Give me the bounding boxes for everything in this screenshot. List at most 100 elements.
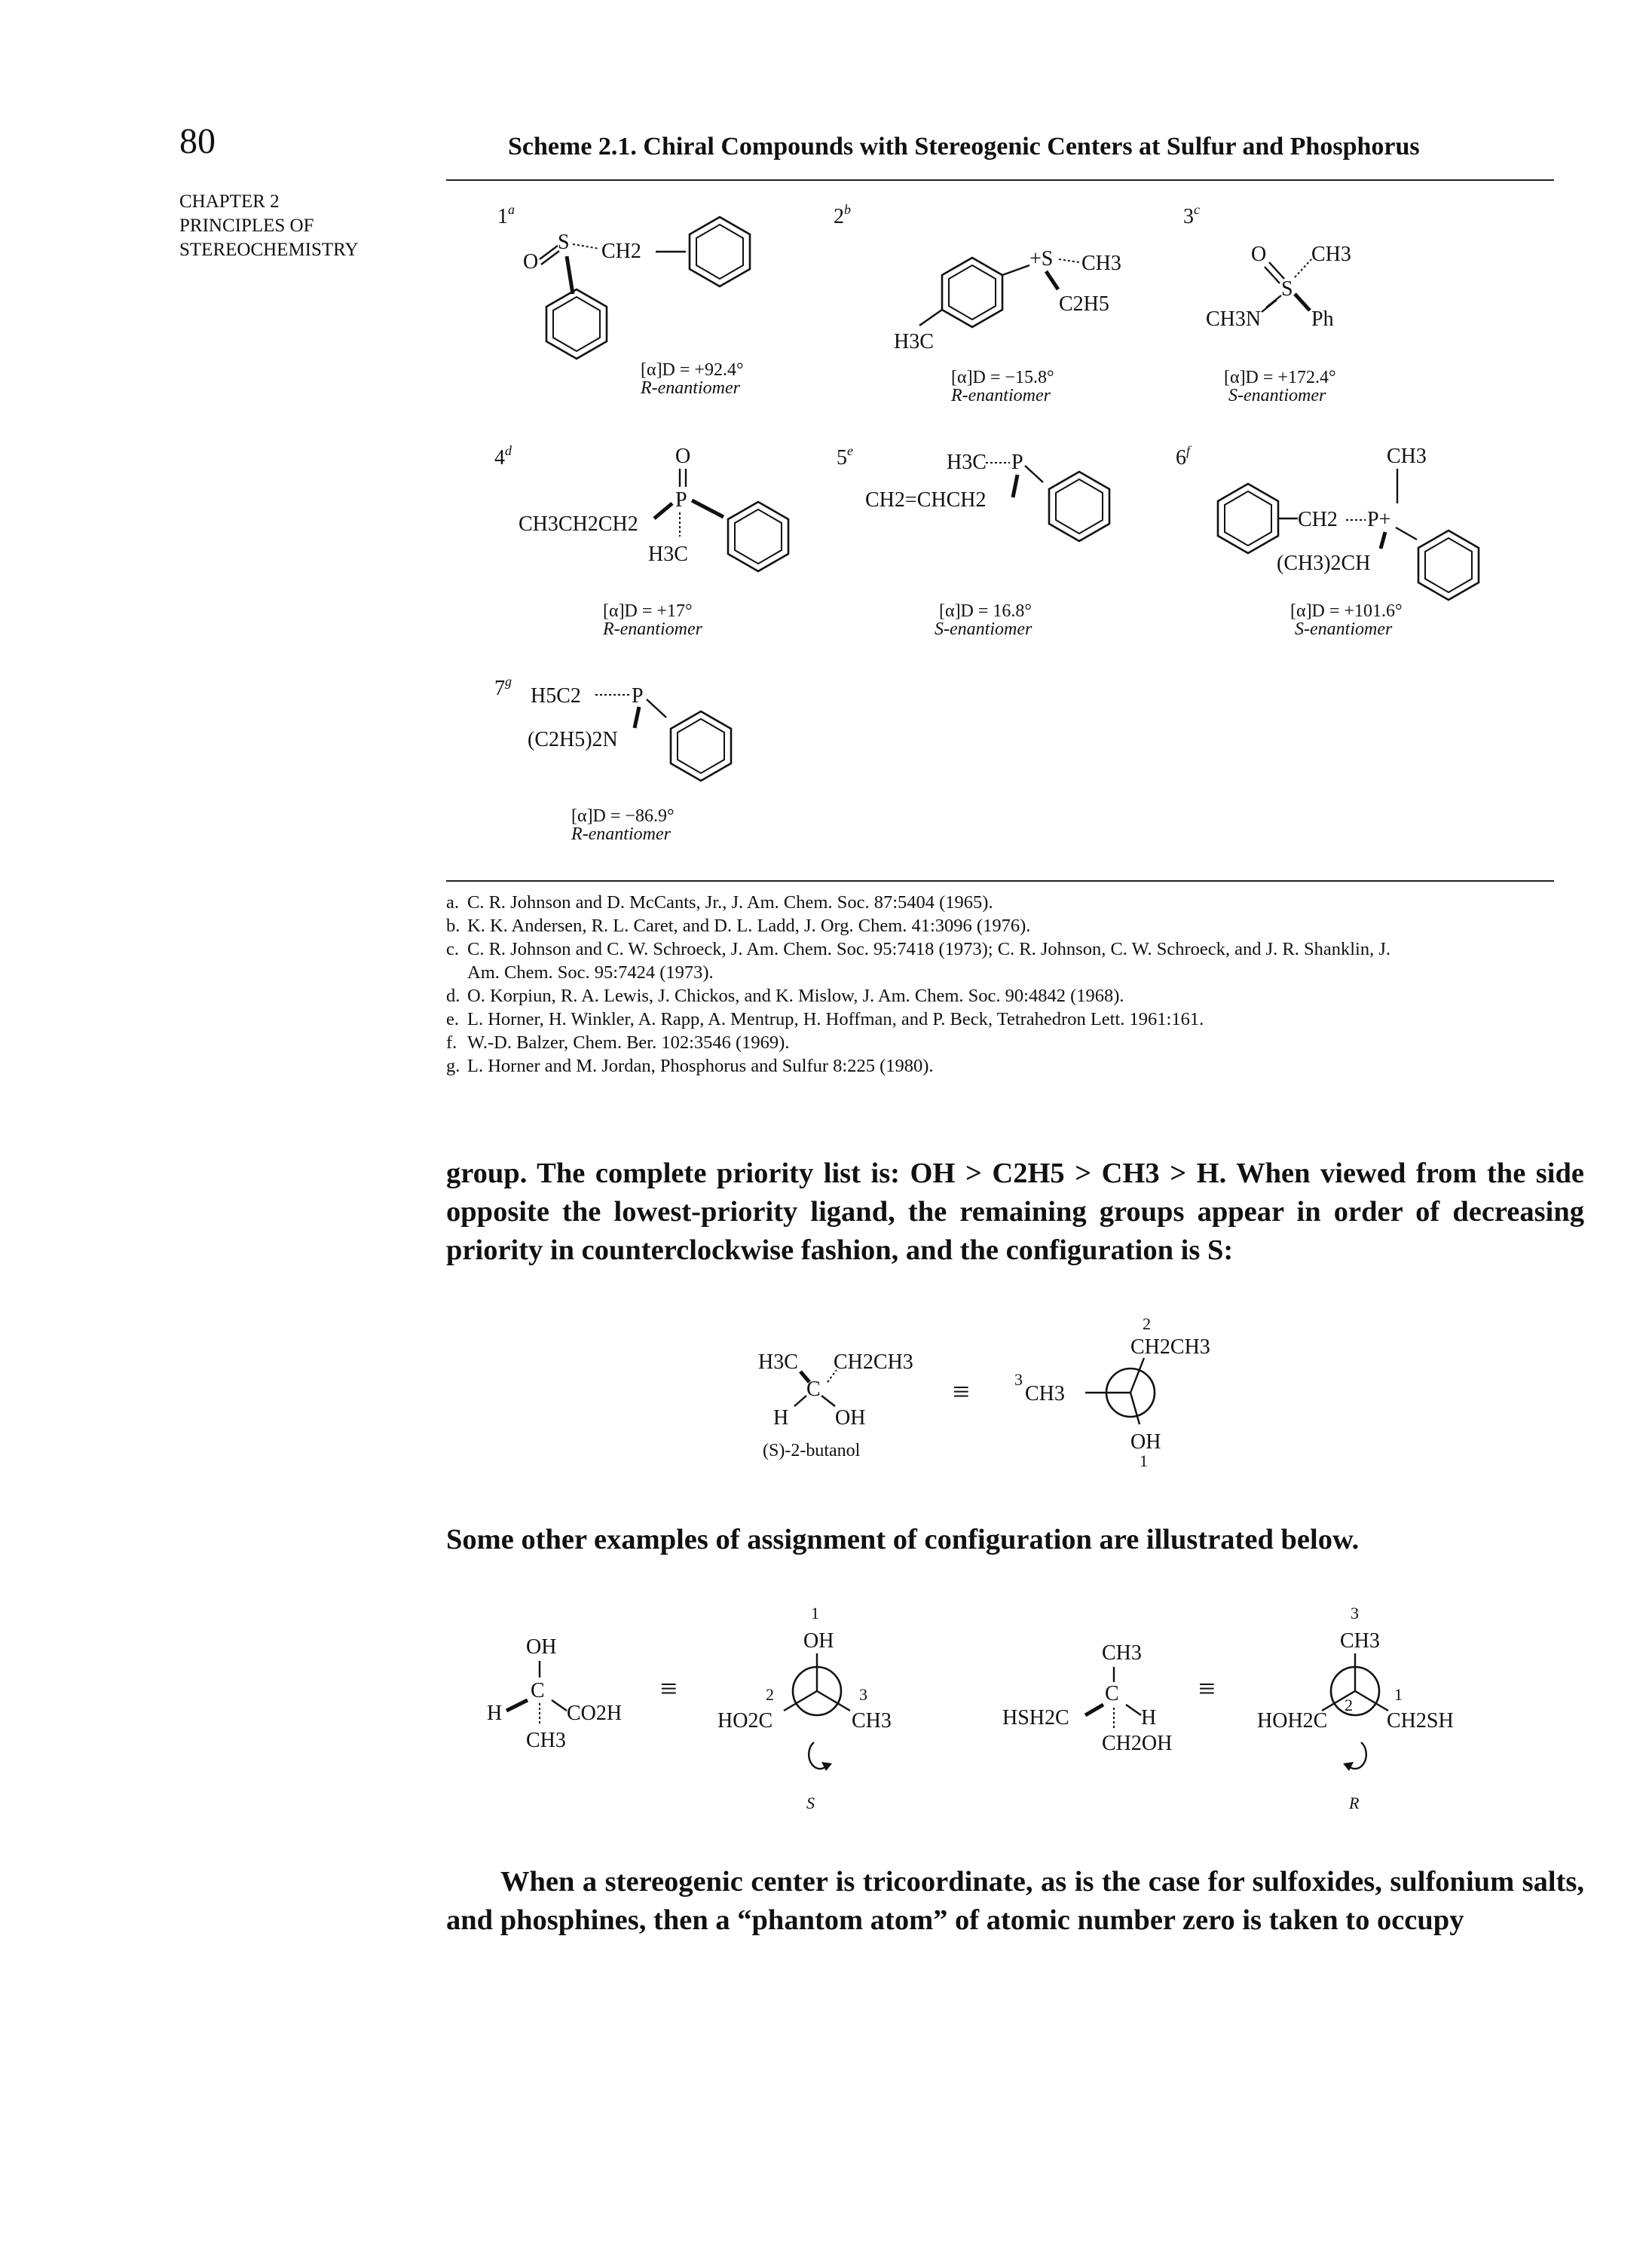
atom-label: H [773, 1406, 788, 1430]
atom-label: OH [526, 1635, 556, 1659]
example-right-figure: CH3 C HSH2C H CH2OH ≡ 3 CH3 2 1 HOH2C CH… [1002, 1604, 1454, 1812]
atom-label: H [487, 1702, 502, 1725]
atom-label: H3C [648, 543, 688, 566]
atom-label: CH3 [1025, 1382, 1065, 1405]
atom-label: CH2CH3 [1130, 1335, 1210, 1359]
atom-label: CH3 [1311, 243, 1351, 266]
page-number: 80 [179, 121, 216, 161]
body-paragraph: Some other examples of assignment of con… [446, 1524, 1360, 1555]
atom-label: CH2 [601, 240, 641, 263]
atom-label: OH [835, 1406, 865, 1430]
atom-label: P [1011, 451, 1023, 474]
compound-1: 1a S CH2 O [α]D = +92.4° R-enantiomer [497, 202, 751, 398]
equivalence-sign: ≡ [660, 1671, 678, 1705]
scheme-title: Scheme 2.1. Chiral Compounds with Stereo… [508, 133, 1420, 161]
atom-label: C [806, 1378, 821, 1401]
atom-label: P [675, 488, 687, 512]
atom-label: S [558, 231, 570, 254]
compound-2: 2b +S CH3 C2H5 H3C [α]D = −15.8° R-enant… [834, 202, 1121, 405]
atom-label: H3C [894, 330, 934, 353]
atom-label: CH3 [1340, 1629, 1380, 1653]
configuration-label: S [806, 1794, 815, 1812]
enantiomer-label: R-enantiomer [571, 824, 672, 844]
example-left-figure: OH C H CO2H CH3 ≡ 1 OH 2 3 HO2C CH3 S [487, 1604, 892, 1812]
priority-number: 1 [1394, 1685, 1403, 1704]
atom-label: C [1105, 1682, 1119, 1705]
chapter-line: STEREOCHEMISTRY [179, 240, 359, 260]
compound-number: 7g [494, 674, 512, 700]
reference-item: g.L. Horner and M. Jordan, Phosphorus an… [446, 1056, 934, 1076]
atom-label: CH2CH3 [834, 1350, 913, 1374]
compound-number: 3c [1183, 202, 1200, 228]
chapter-label: CHAPTER 2 PRINCIPLES OF STEREOCHEMISTRY [179, 190, 359, 262]
priority-number: 2 [1345, 1696, 1353, 1714]
reference-item: c.C. R. Johnson and C. W. Schroeck, J. A… [446, 939, 1391, 959]
compound-number: 2b [834, 202, 851, 228]
atom-label: CH2OH [1102, 1732, 1172, 1755]
atom-label: (C2H5)2N [528, 728, 618, 751]
compound-5: 5e H3C P CH2=CHCH2 [α]D = 16.8° S-enanti… [837, 443, 1111, 639]
chapter-line: PRINCIPLES OF [179, 216, 314, 236]
atom-label: CH3 [852, 1709, 892, 1733]
reference-continuation: Am. Chem. Soc. 95:7424 (1973). [467, 962, 714, 983]
atom-label: C [531, 1679, 545, 1702]
optical-rotation: [α]D = +17° [603, 601, 693, 621]
atom-label: O [1251, 243, 1266, 266]
atom-label: H5C2 [531, 684, 581, 708]
priority-number: 1 [1140, 1451, 1148, 1470]
atom-label: HO2C [717, 1709, 772, 1733]
atom-label: CH3CH2CH2 [519, 512, 638, 536]
atom-label: OH [803, 1629, 834, 1653]
atom-label: H3C [947, 451, 987, 474]
atom-label: CH3 [1102, 1641, 1142, 1665]
atom-label: CH3 [526, 1729, 566, 1752]
atom-label: Ph [1311, 307, 1334, 331]
optical-rotation: [α]D = −15.8° [951, 368, 1054, 387]
atom-label: CH2SH [1387, 1709, 1454, 1733]
atom-label: H3C [758, 1350, 798, 1374]
equivalence-sign: ≡ [953, 1375, 970, 1408]
atom-label: O [675, 445, 690, 468]
atom-label: CH2 [1298, 508, 1338, 531]
reference-item: e.L. Horner, H. Winkler, A. Rapp, A. Men… [446, 1009, 1204, 1029]
optical-rotation: [α]D = +101.6° [1290, 601, 1403, 621]
scheme-bottom-rule [446, 880, 1554, 882]
configuration-label: R [1348, 1794, 1360, 1812]
reference-item: d.O. Korpiun, R. A. Lewis, J. Chickos, a… [446, 986, 1124, 1006]
atom-label: CH3 [1387, 445, 1427, 468]
enantiomer-label: R-enantiomer [950, 386, 1051, 405]
compound-number: 4d [494, 443, 512, 469]
atom-label: HSH2C [1002, 1706, 1069, 1730]
enantiomer-label: S-enantiomer [1295, 619, 1393, 639]
reference-item: b.K. K. Andersen, R. L. Caret, and D. L.… [446, 916, 1031, 936]
atom-label: CH2=CHCH2 [865, 488, 986, 512]
scheme-references: a.C. R. Johnson and D. McCants, Jr., J. … [446, 891, 1569, 1078]
compound-number: 5e [837, 443, 853, 469]
compound-number: 1a [497, 202, 515, 228]
atom-label: CH3N [1206, 307, 1261, 331]
body-paragraph: When a stereogenic center is tricoordina… [446, 1866, 1584, 1936]
reference-item: f.W.-D. Balzer, Chem. Ber. 102:3546 (196… [446, 1032, 790, 1053]
atom-label: C2H5 [1059, 292, 1109, 316]
compound-number: 6f [1176, 443, 1192, 469]
enantiomer-label: R-enantiomer [602, 619, 703, 639]
priority-number: 3 [1014, 1370, 1023, 1389]
enantiomer-label: R-enantiomer [640, 378, 741, 398]
molecule-caption: (S)-2-butanol [763, 1441, 861, 1460]
compound-6: 6f CH2 P+ CH3 (CH3)2CH [α]D = +101.6° S-… [1176, 443, 1480, 639]
enantiomer-label: S-enantiomer [935, 619, 1032, 639]
compound-3: 3c O CH3 S CH3N Ph [α]D = +172.4° S-enan… [1183, 202, 1351, 405]
atom-label: H [1141, 1706, 1156, 1730]
atom-label: HOH2C [1257, 1709, 1327, 1733]
enantiomer-label: S-enantiomer [1228, 386, 1326, 405]
priority-number: 2 [766, 1685, 774, 1704]
body-paragraph: group. The complete priority list is: OH… [446, 1158, 1584, 1266]
atom-label: P [632, 684, 644, 708]
optical-rotation: [α]D = 16.8° [939, 601, 1032, 621]
reference-item: a.C. R. Johnson and D. McCants, Jr., J. … [446, 892, 993, 913]
atom-label: O [523, 250, 538, 274]
priority-number: 3 [1351, 1604, 1359, 1622]
optical-rotation: [α]D = +172.4° [1224, 368, 1336, 387]
compound-4: 4d O P CH3CH2CH2 H3C [α]D = +17° R-enant… [494, 443, 790, 639]
